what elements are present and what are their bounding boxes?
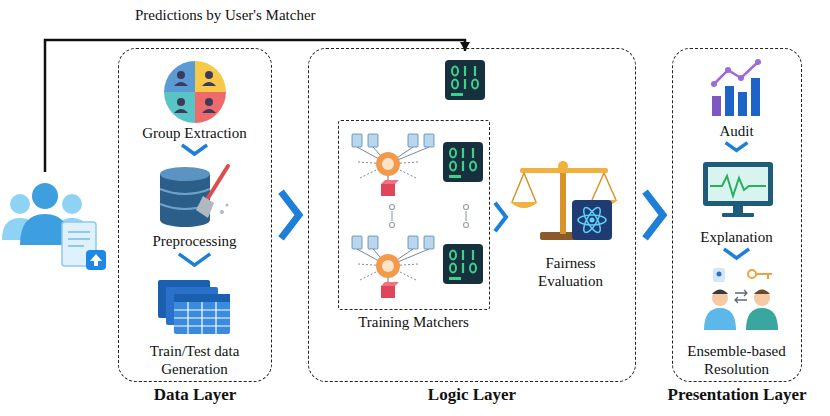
icon-caption-node: Fairness Evaluation bbox=[512, 145, 630, 290]
node-caption: Train/Test data Generation bbox=[125, 342, 265, 378]
fairness-scale-icon bbox=[510, 161, 618, 240]
chevron-connector bbox=[179, 254, 210, 265]
node-heading: Presentation Layer bbox=[668, 385, 807, 405]
node-heading: Logic Layer bbox=[428, 385, 516, 405]
chevron-connector bbox=[495, 203, 506, 232]
binary-chip-icon bbox=[445, 60, 485, 100]
icon-caption-node: Explanation bbox=[675, 154, 799, 246]
resolution-people-icon bbox=[704, 268, 778, 330]
node-heading: Data Layer bbox=[154, 385, 237, 405]
layer-region: Logic LayerTraining MatchersFairness Eva… bbox=[308, 48, 636, 382]
neural-network-icon bbox=[352, 236, 434, 298]
repeated-icons bbox=[352, 60, 485, 298]
monitor-icon bbox=[703, 162, 773, 217]
icon-caption-node: Train/Test data Generation bbox=[125, 270, 265, 378]
node-caption: Group Extraction bbox=[125, 124, 265, 142]
node-caption: Ensemble-based Resolution bbox=[675, 342, 799, 378]
chevron-connector bbox=[645, 192, 663, 239]
icon-caption-node: Preprocessing bbox=[125, 158, 265, 250]
users-icon bbox=[2, 183, 106, 270]
chevron-connector bbox=[281, 192, 299, 239]
node-caption: Audit bbox=[675, 122, 799, 140]
group-pie-icon bbox=[164, 61, 226, 123]
node-caption: Fairness Evaluation bbox=[512, 254, 630, 290]
binary-chip-icon bbox=[443, 244, 483, 284]
layer-region: Data LayerGroup ExtractionPreprocessingT… bbox=[118, 48, 272, 382]
feedback-line bbox=[45, 40, 465, 172]
node-caption: Preprocessing bbox=[125, 232, 265, 250]
ellipsis-dots bbox=[390, 205, 469, 228]
icon-caption-node: Audit bbox=[675, 56, 799, 140]
group-box: Training Matchers bbox=[338, 120, 490, 310]
node-heading: Training Matchers bbox=[358, 313, 469, 331]
binary-chip-icon bbox=[443, 142, 483, 182]
layer-region: Presentation LayerAuditExplanationEnsemb… bbox=[672, 48, 802, 382]
audit-chart-icon bbox=[711, 59, 761, 116]
chevron-connector bbox=[726, 143, 748, 151]
chevron-connector bbox=[182, 145, 207, 154]
annotation-label: Predictions by User's Matcher bbox=[135, 6, 316, 24]
chevron-connector bbox=[724, 249, 749, 258]
icon-caption-node: Group Extraction bbox=[125, 56, 265, 142]
neural-network-icon bbox=[352, 134, 434, 196]
node-caption: Explanation bbox=[675, 228, 799, 246]
dataset-tables-icon bbox=[158, 280, 230, 334]
database-icon bbox=[160, 166, 229, 227]
icon-caption-node: Ensemble-based Resolution bbox=[675, 262, 799, 378]
